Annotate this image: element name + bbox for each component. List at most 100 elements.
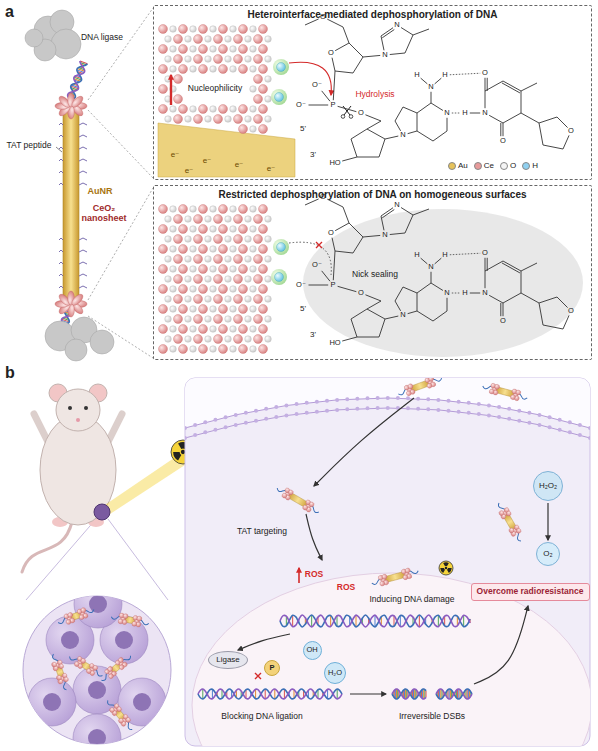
- mouse-eye: [84, 406, 88, 410]
- cerium-atom: [194, 35, 203, 44]
- nanorod: [275, 483, 322, 516]
- oxygen-atom: [170, 286, 177, 293]
- tat-peptide: [79, 274, 87, 276]
- cerium-atom: [194, 55, 203, 64]
- hydroxyl-atom: [277, 63, 286, 72]
- oxygen-atom: [185, 236, 192, 243]
- atom-symbol: N: [394, 21, 399, 29]
- lipid-head: [213, 418, 217, 422]
- oxygen-atom: [245, 336, 252, 343]
- double-bond: [487, 78, 488, 91]
- ceo2-sheet: [65, 619, 71, 625]
- tat-peptide: [79, 123, 87, 125]
- lipid-head: [406, 406, 410, 410]
- nanorod: [110, 611, 149, 628]
- chemical-bond: [335, 71, 353, 73]
- chemical-bond: [327, 199, 343, 207]
- legend-text: H: [532, 161, 538, 170]
- cerium-atom: [159, 225, 168, 234]
- base-pair: [422, 689, 423, 699]
- chemical-bond: [485, 271, 486, 288]
- chemical-bond: [333, 71, 335, 100]
- lipid-head: [274, 405, 278, 409]
- base-pair: [405, 689, 406, 699]
- legend-swatch: [522, 162, 530, 170]
- cerium-atom: [254, 215, 263, 224]
- cerium-atom: [214, 295, 223, 304]
- panel-b-illustration: [22, 373, 592, 751]
- cerium-atom: [259, 265, 268, 274]
- reaction-arrow: [547, 503, 548, 540]
- cerium-atom: [234, 275, 243, 284]
- cerium-atom: [239, 225, 248, 234]
- nanorod: [104, 697, 137, 733]
- tat-peptide: [79, 171, 87, 173]
- chemical-bond: [557, 117, 568, 128]
- cerium-atom: [254, 275, 263, 284]
- cerium-atom: [219, 25, 228, 34]
- oxygen-atom: [265, 236, 272, 243]
- oxygen-atom: [205, 336, 212, 343]
- cerium-atom: [254, 55, 263, 64]
- tat-peptide: [59, 123, 63, 125]
- chemical-bond: [521, 293, 539, 303]
- hydroxyl-atom: [275, 273, 284, 282]
- lipid-head: [507, 417, 511, 421]
- cerium-atom: [199, 65, 208, 74]
- tat-peptide: [59, 238, 63, 240]
- nucleophilicity-arrow: [170, 75, 172, 105]
- cerium-atom: [259, 225, 268, 234]
- chemical-bond: [322, 271, 330, 281]
- oxygen-atom: [245, 296, 252, 303]
- process-label: TAT targeting: [237, 527, 287, 536]
- oxygen-atom: [250, 266, 257, 273]
- lipid-head: [487, 404, 491, 408]
- oxygen-atom: [185, 336, 192, 343]
- oxygen-atom: [185, 316, 192, 323]
- lipid-head: [558, 428, 562, 432]
- atom-symbol: N: [482, 109, 487, 117]
- oxygen-atom: [165, 116, 172, 123]
- chemical-bond: [489, 115, 503, 123]
- oxygen-atom: [230, 46, 237, 53]
- cerium-atom: [174, 95, 183, 104]
- ligase-protein: [90, 330, 114, 354]
- hydroxyl-glow: [273, 59, 289, 75]
- process-arrow: [350, 693, 386, 694]
- chemical-bond: [435, 258, 442, 264]
- ceo2-sheet: [80, 658, 87, 665]
- cerium-atom: [174, 335, 183, 344]
- lipid-head: [457, 410, 461, 414]
- oxygen-atom: [185, 36, 192, 43]
- lipid-head: [446, 409, 450, 413]
- atom-symbol: O: [358, 109, 364, 117]
- panel-letter: a: [5, 3, 14, 21]
- cerium-atom: [234, 215, 243, 224]
- atom-symbol: P: [330, 101, 335, 109]
- oxygen-atom: [185, 56, 192, 63]
- cerium-atom: [159, 325, 168, 334]
- ceo2-sheet: [73, 661, 80, 668]
- double-bond: [500, 303, 501, 316]
- lipid-head: [548, 425, 552, 429]
- strand-end: 5': [300, 125, 306, 134]
- chemical-bond: [470, 293, 480, 294]
- oxygen-atom: [230, 206, 237, 213]
- oxygen-atom: [250, 66, 257, 73]
- ceo2-sheet: [515, 528, 522, 535]
- cerium-atom: [199, 245, 208, 254]
- cerium-atom: [214, 235, 223, 244]
- chemical-bond: [322, 91, 330, 101]
- lipid-head: [477, 402, 481, 406]
- chemical-bond: [417, 311, 433, 321]
- hydrogen-bond: [450, 253, 480, 255]
- atom-symbol: HO: [329, 159, 340, 167]
- cerium-atom: [219, 205, 228, 214]
- lipid-head: [568, 430, 572, 434]
- radiation-symbol: [439, 561, 453, 575]
- cerium-atom: [259, 45, 268, 54]
- dna-strand: [436, 689, 472, 699]
- effect-label: Nucleophilicity: [186, 84, 244, 93]
- ceo2-sheet: [288, 489, 295, 496]
- cerium-atom: [159, 265, 168, 274]
